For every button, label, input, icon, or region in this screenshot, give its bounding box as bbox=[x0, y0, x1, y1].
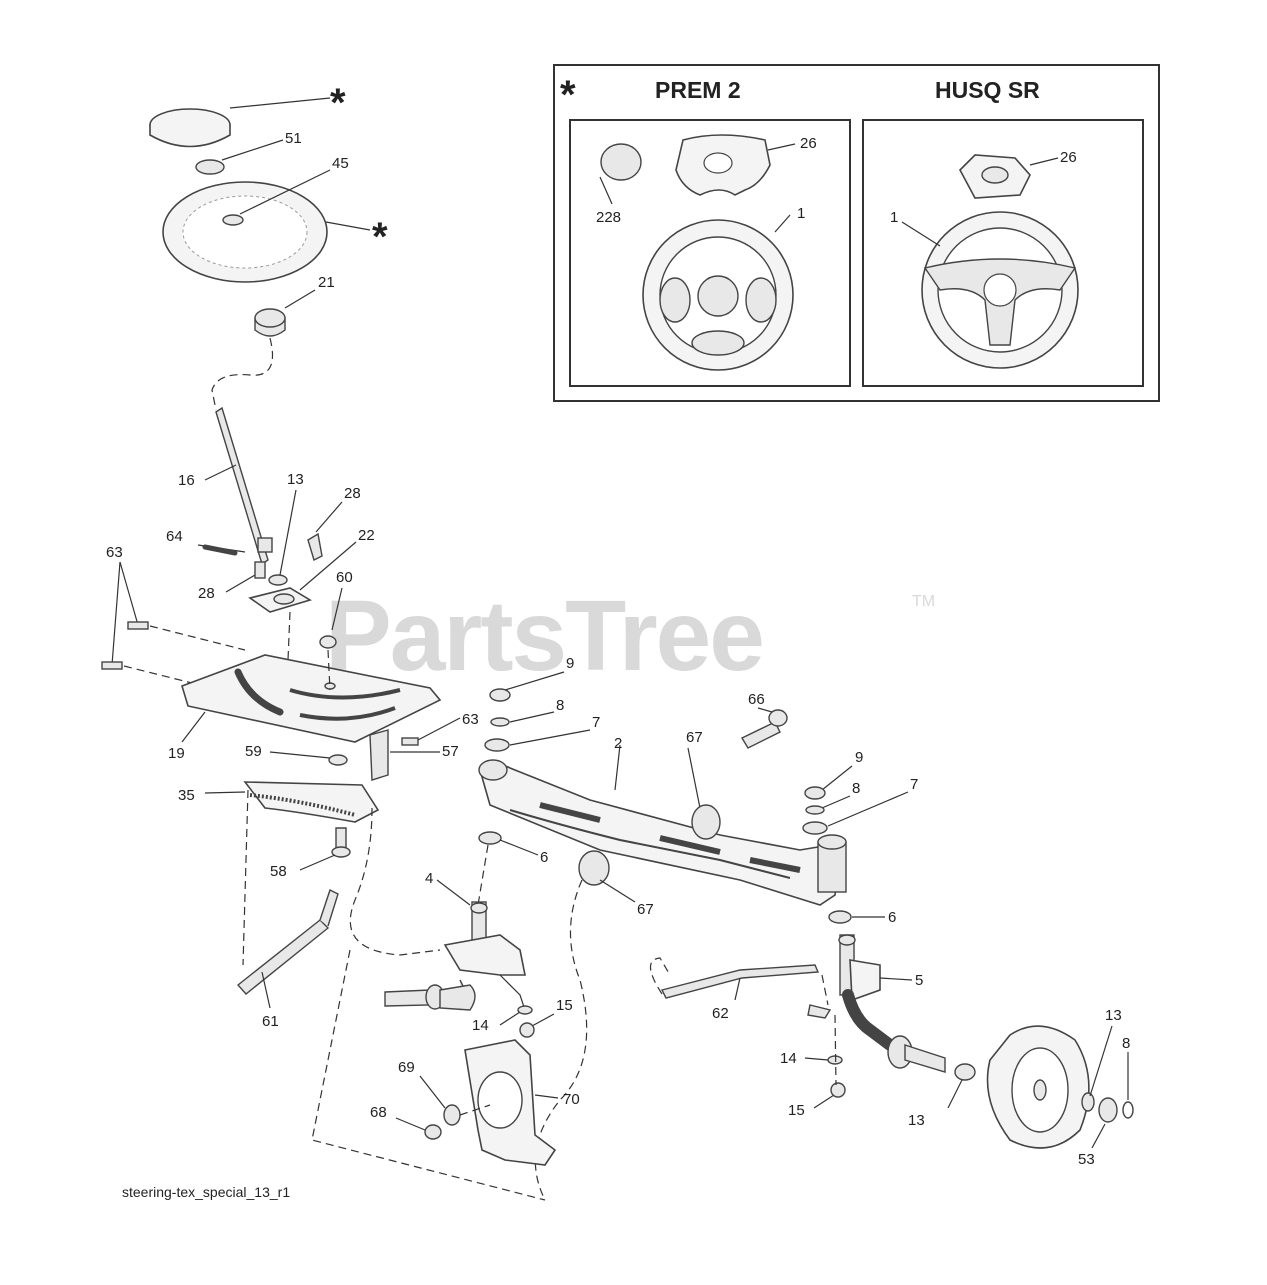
watermark: PartsTree bbox=[325, 580, 763, 692]
callout-5: 5 bbox=[915, 972, 923, 989]
right-stub-axle-icon bbox=[904, 1044, 946, 1073]
callout-62: 62 bbox=[712, 1005, 729, 1022]
callout-2: 2 bbox=[614, 735, 622, 752]
logo-emblem-icon bbox=[600, 143, 642, 181]
front-axle-icon bbox=[479, 762, 841, 906]
prem2-title: PREM 2 bbox=[655, 77, 741, 103]
callout-8-lower: 8 bbox=[1122, 1035, 1130, 1052]
callout-63-right: 63 bbox=[462, 711, 479, 728]
callout-14-left: 14 bbox=[472, 1017, 489, 1034]
callout-28-left: 28 bbox=[198, 585, 215, 602]
callout-51: 51 bbox=[285, 130, 302, 147]
callout-9-right: 9 bbox=[855, 749, 863, 766]
callout-67-upper: 67 bbox=[686, 729, 703, 746]
callout-53: 53 bbox=[1078, 1151, 1095, 1168]
nut-60-icon bbox=[319, 635, 337, 649]
sector-gear-icon bbox=[243, 781, 380, 823]
callout-4: 4 bbox=[425, 870, 433, 887]
callout-45: 45 bbox=[332, 155, 349, 172]
callout-228: 228 bbox=[596, 209, 621, 226]
callout-1-prem2: 1 bbox=[797, 205, 805, 222]
callout-13-lower-left: 13 bbox=[908, 1112, 925, 1129]
callout-67-lower: 67 bbox=[637, 901, 654, 918]
watermark-trademark: TM bbox=[912, 593, 935, 610]
callout-26-husq: 26 bbox=[1060, 149, 1077, 166]
callout-13-lower-right: 13 bbox=[1105, 1007, 1122, 1024]
adapter-21-icon bbox=[254, 308, 286, 328]
front-axle-assembly: 9 8 7 2 66 67 9 8 7 bbox=[384, 655, 1134, 1201]
emblem-51-icon bbox=[195, 159, 225, 175]
callout-19: 19 bbox=[168, 745, 185, 762]
callout-58: 58 bbox=[270, 863, 287, 880]
callout-1-husq: 1 bbox=[890, 209, 898, 226]
callout-35: 35 bbox=[178, 787, 195, 804]
callout-15-right: 15 bbox=[788, 1102, 805, 1119]
callout-8-left: 8 bbox=[556, 697, 564, 714]
asterisk-cap: * bbox=[330, 81, 346, 125]
support-bracket-assembly: 70 69 68 bbox=[311, 949, 580, 1201]
callout-9-left: 9 bbox=[566, 655, 574, 672]
steering-wheel-options-inset: * PREM 2 HUSQ SR 228 26 1 26 1 bbox=[553, 64, 1160, 402]
drawing-caption: steering-tex_special_13_r1 bbox=[122, 1184, 290, 1200]
callout-69: 69 bbox=[398, 1059, 415, 1076]
callout-16: 16 bbox=[178, 472, 195, 489]
callout-22: 22 bbox=[358, 527, 375, 544]
callout-61: 61 bbox=[262, 1013, 279, 1030]
callout-28-right: 28 bbox=[344, 485, 361, 502]
callout-26-prem2: 26 bbox=[800, 135, 817, 152]
callout-6-right: 6 bbox=[888, 909, 896, 926]
callout-57: 57 bbox=[442, 743, 459, 760]
drag-link-icon bbox=[236, 919, 330, 995]
steering-plate-assembly: 63 19 60 63 59 57 35 58 bbox=[101, 544, 479, 1030]
pivot-bolt-icon bbox=[741, 721, 781, 749]
callout-7-right: 7 bbox=[910, 776, 918, 793]
steering-plate-icon bbox=[181, 654, 442, 743]
callout-66: 66 bbox=[748, 691, 765, 708]
callout-64: 64 bbox=[166, 528, 183, 545]
callout-60: 60 bbox=[336, 569, 353, 586]
callout-70: 70 bbox=[563, 1091, 580, 1108]
steering-shaft-icon bbox=[215, 406, 269, 566]
left-stub-axle-icon bbox=[384, 989, 431, 1007]
tie-rod-icon bbox=[660, 964, 820, 999]
callout-14-right: 14 bbox=[780, 1050, 797, 1067]
callout-63-left: 63 bbox=[106, 544, 123, 561]
inset-asterisk: * bbox=[560, 73, 576, 117]
callout-68: 68 bbox=[370, 1104, 387, 1121]
steering-wheel-stack: * 51 45 * 21 16 64 13 28 28 bbox=[149, 81, 388, 661]
callout-8-right: 8 bbox=[852, 780, 860, 797]
callout-15-left: 15 bbox=[556, 997, 573, 1014]
spacer-67-upper-icon bbox=[691, 804, 721, 840]
callout-13-upper: 13 bbox=[287, 471, 304, 488]
callout-21: 21 bbox=[318, 274, 335, 291]
asterisk-wheel: * bbox=[372, 215, 388, 259]
bracket-57-icon bbox=[369, 729, 389, 781]
husq-sr-title: HUSQ SR bbox=[935, 77, 1040, 103]
callout-59: 59 bbox=[245, 743, 262, 760]
callout-7-left: 7 bbox=[592, 714, 600, 731]
spacer-67-lower-icon bbox=[578, 850, 610, 886]
callout-6-left: 6 bbox=[540, 849, 548, 866]
